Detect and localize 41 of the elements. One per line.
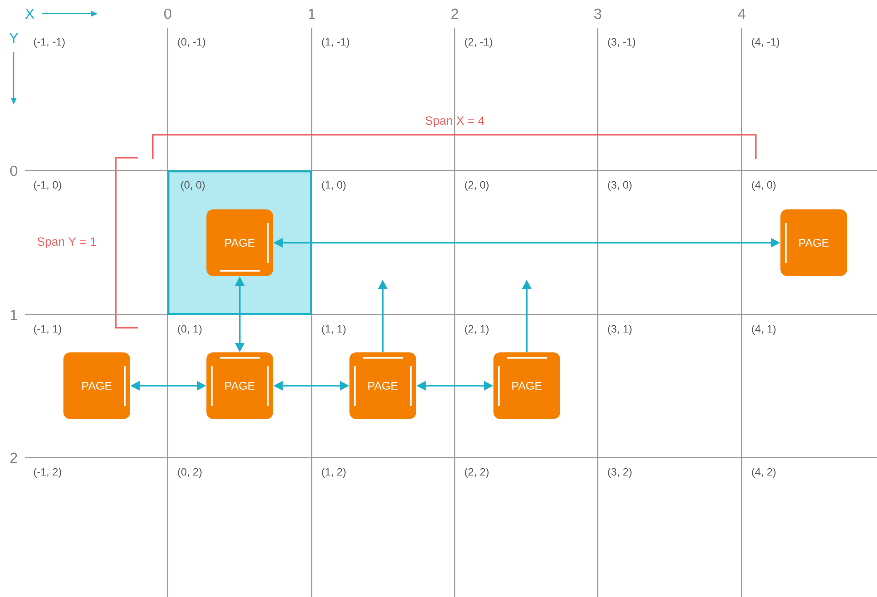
axis-number: 0 [10, 166, 18, 176]
coordinate-label: (3, 0) [608, 181, 632, 191]
coordinate-label: (2, -1) [465, 38, 492, 48]
coordinate-label: (3, 1) [608, 325, 632, 335]
page-box: PAGE [350, 352, 416, 420]
coordinate-label: (4, 2) [752, 468, 776, 478]
coordinate-label: (-1, 0) [34, 181, 62, 191]
coordinate-label: (2, 2) [465, 468, 489, 478]
page-box: PAGE [64, 352, 130, 420]
coordinate-label: (0, -1) [178, 38, 206, 48]
coordinate-label: (1, 1) [322, 325, 346, 335]
coordinate-label: (2, 0) [465, 181, 489, 191]
coordinate-label: (0, 2) [178, 468, 202, 478]
coordinate-label: (1, 0) [322, 181, 346, 191]
axis-number: 2 [10, 452, 18, 464]
coordinate-label: (1, 2) [322, 468, 346, 478]
coordinate-label: (4, 0) [752, 181, 776, 191]
axis-name: Y [9, 32, 19, 44]
axis-name: X [25, 8, 35, 20]
coordinate-label: (3, -1) [608, 38, 636, 48]
page-box: PAGE [780, 210, 848, 276]
page-box: PAGE [206, 352, 274, 420]
coordinate-label: (1, -1) [322, 38, 350, 48]
axis-number: 0 [164, 8, 172, 20]
coordinate-label: (4, 1) [752, 325, 776, 335]
coordinate-label: (-1, 2) [34, 468, 62, 478]
coordinate-label: (-1, -1) [34, 38, 65, 48]
coordinate-label: (0, 1) [178, 325, 202, 335]
axis-number: 4 [738, 8, 746, 20]
axis-number: 2 [452, 8, 458, 20]
coordinate-label: (4, -1) [752, 38, 780, 48]
coordinate-label: (-1, 1) [34, 325, 62, 335]
axis-number: 3 [594, 8, 602, 20]
coordinate-label: (2, 1) [465, 325, 489, 335]
page-box: PAGE [206, 210, 274, 276]
span-label: Span Y = 1 [38, 238, 96, 248]
span-label: Span X = 4 [426, 116, 484, 128]
axis-number: 1 [11, 310, 18, 320]
page-box: PAGE [494, 352, 560, 420]
axis-number: 1 [309, 8, 316, 20]
coordinate-label: (3, 2) [608, 468, 632, 478]
